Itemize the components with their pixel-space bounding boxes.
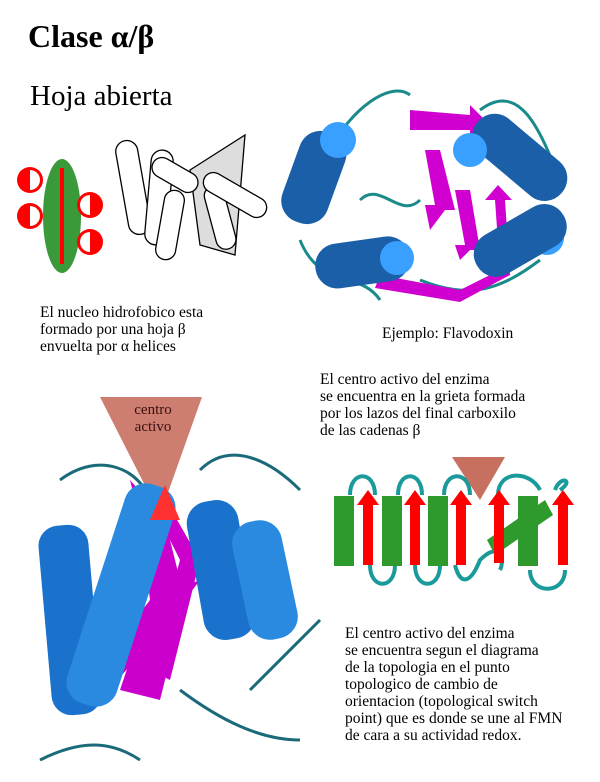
- triangle-label: centro activo: [134, 402, 172, 435]
- alpha-beta-protein-structure: [38, 453, 322, 762]
- slide-subtitle: Hoja abierta: [30, 80, 173, 112]
- active-site-description-1: El centro activo del enzima se encuentra…: [320, 371, 526, 439]
- open-sheet-sketch: [115, 133, 268, 261]
- slide-title: Clase α/β: [28, 18, 155, 54]
- topology-diagram: [334, 457, 574, 591]
- core-description: El nucleo hidrofobico esta formado por u…: [40, 304, 204, 355]
- hydrophobic-core-schematic: [17, 159, 103, 273]
- flavodoxin-structure: [281, 89, 568, 302]
- example-label: Ejemplo: Flavodoxin: [382, 325, 514, 342]
- active-site-description-2: El centro activo del enzima se encuentra…: [345, 625, 563, 744]
- active-site-triangle: [100, 397, 202, 515]
